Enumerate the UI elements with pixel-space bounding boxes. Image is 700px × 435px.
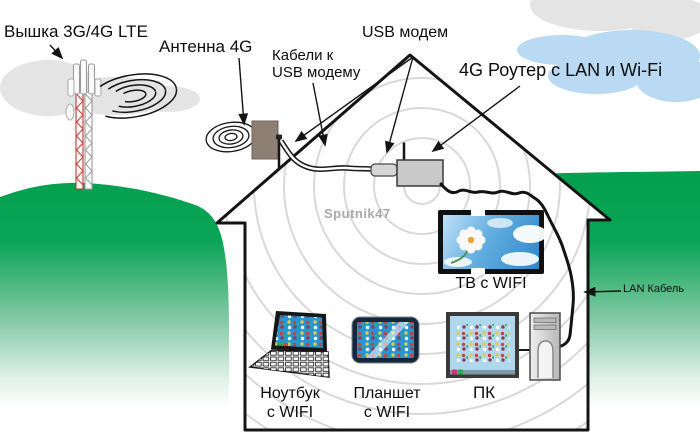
tv-label: ТВ с WIFI <box>455 275 527 292</box>
antenna-cables <box>278 139 373 172</box>
antenna-arrow <box>238 57 249 126</box>
usb-modem-device <box>370 163 398 177</box>
laptop-label-line2: с WIFI <box>266 404 314 421</box>
antenna-panel <box>251 120 282 169</box>
router-label: 4G Роутер с LAN и Wi-Fi <box>459 60 663 80</box>
watermark: Sputnik47 <box>324 206 391 221</box>
annotation-arrows <box>49 44 622 297</box>
tablet-label-line1: Планшет <box>353 385 421 402</box>
cables-label-line2: USB модему <box>272 64 361 81</box>
lan-cable-line <box>439 182 575 349</box>
cables-label: Кабели к USB модему <box>272 47 360 81</box>
lan-cable-arrow <box>583 286 622 297</box>
tablet-device <box>351 316 420 364</box>
tower-arrow <box>49 44 64 60</box>
laptop-label: Ноутбук с WIFI <box>253 384 327 422</box>
house-outline <box>215 53 612 432</box>
usb-modem-arrow-1 <box>385 56 414 154</box>
pc-label: ПК <box>472 383 496 402</box>
pc-monitor <box>446 312 519 378</box>
tower-radio-waves-icon <box>88 73 178 119</box>
cables-label-line1: Кабели к <box>272 47 334 64</box>
daisy-icon <box>450 226 486 264</box>
router-device <box>396 142 444 187</box>
laptop-label-line1: Ноутбук <box>260 385 320 402</box>
router-arrow <box>431 85 521 153</box>
tablet-label: Планшет с WIFI <box>350 384 424 422</box>
lan-cable-label: LAN Кабель <box>623 283 685 295</box>
cell-tower <box>65 59 102 190</box>
usb-modem-arrow-2 <box>294 56 414 143</box>
tablet-label-line2: с WIFI <box>363 404 411 421</box>
cloud-blue <box>517 30 700 102</box>
laptop-device <box>248 311 330 378</box>
pc-tower <box>529 312 561 381</box>
tv-device <box>438 210 547 274</box>
cloud-gray-right <box>530 0 700 40</box>
tower-label: Вышка 3G/4G LTE <box>4 22 148 41</box>
antenna-label: Антенна 4G <box>159 37 253 56</box>
hill-left <box>0 182 229 435</box>
cables-arrow <box>312 82 328 147</box>
antenna-radio-waves-icon <box>205 121 257 153</box>
usb-modem-label: USB модем <box>362 24 449 41</box>
